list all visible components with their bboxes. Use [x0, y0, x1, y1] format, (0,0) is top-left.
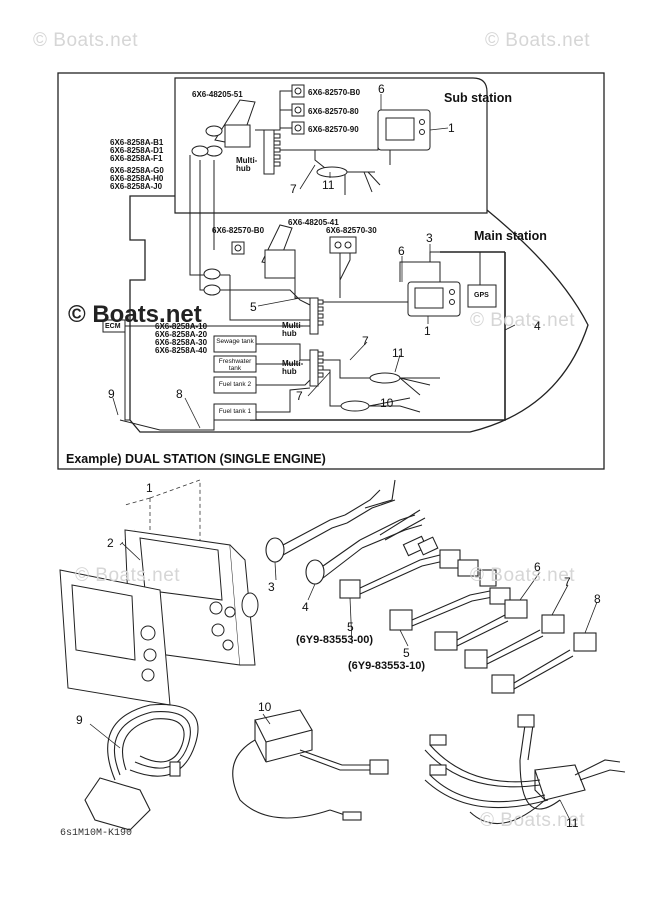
- callout-4: 4: [534, 319, 541, 333]
- callout-6-sub: 6: [378, 82, 385, 96]
- code-cable-c1: 6X6-8258A-10: [155, 322, 208, 331]
- code-sw-b0: 6X6-82570-B0: [308, 88, 361, 97]
- callout-leaders-bottom: [89, 542, 598, 821]
- code-cable-c4: 6X6-8258A-40: [155, 346, 208, 355]
- watermark: © Boats.net: [480, 810, 586, 831]
- hull-outline: [129, 195, 589, 433]
- callout-6-main: 6: [398, 244, 405, 258]
- diagram-frame: [57, 72, 605, 470]
- sub-switches: [291, 84, 305, 135]
- code-cable-b3: 6X6-8258A-J0: [110, 182, 163, 191]
- watermark: © Boats.net: [470, 565, 576, 586]
- watermark: © Boats.net: [485, 30, 591, 51]
- code-cable-a3: 6X6-8258A-F1: [110, 154, 163, 163]
- part-8-cable: [491, 632, 597, 694]
- callout-3: 3: [268, 580, 275, 594]
- code-cable-a2: 6X6-8258A-D1: [110, 146, 164, 155]
- callout-4-part: 4: [302, 600, 309, 614]
- callout-5-a: 5: [347, 620, 354, 634]
- callout-1-main: 1: [424, 324, 431, 338]
- label-gps: GPS: [474, 292, 489, 299]
- label-multihub-main-bottom: Multi-hub: [282, 359, 304, 376]
- callout-11-main: 11: [392, 346, 405, 360]
- code-cable-b1: 6X6-8258A-G0: [110, 166, 164, 175]
- part-9-speed-sender: [84, 703, 199, 831]
- main-station-title: Main station: [474, 229, 547, 243]
- watermark: © Boats.net: [470, 310, 576, 331]
- callout-9: 9: [76, 713, 83, 727]
- main-wiring: [119, 251, 481, 431]
- callout-3-main: 3: [426, 231, 433, 245]
- code-main-sw-b0: 6X6-82570-B0: [212, 226, 265, 235]
- sub-multihub: [263, 129, 281, 175]
- callout-11-sub: 11: [322, 178, 335, 192]
- code-sw-90: 6X6-82570-90: [308, 125, 359, 134]
- callout-7-sub: 7: [290, 182, 297, 196]
- code-sw-30: 6X6-82570-30: [326, 226, 377, 235]
- callout-6: 6: [534, 560, 541, 574]
- part-11-harness: [424, 714, 626, 825]
- part-5-kit-b: [389, 587, 511, 631]
- watermark: © Boats.net: [33, 30, 139, 51]
- sub-station-title: Sub station: [444, 91, 513, 105]
- label-multihub-main-top: Multi-hub: [282, 321, 304, 338]
- gps-box: [467, 284, 497, 308]
- watermark: © Boats.net: [75, 565, 181, 586]
- code-lever-main: 6X6-48205-41: [288, 218, 339, 227]
- part-5-kit-a: [339, 549, 497, 599]
- label-multihub-sub: Multi-hub: [236, 156, 258, 173]
- part-10-unit: [232, 709, 389, 821]
- callout-11: 11: [566, 816, 579, 830]
- label-fuel-tank-1: Fuel tank 1: [218, 408, 252, 415]
- callout-1-sub: 1: [448, 121, 455, 135]
- sub-remote-lever: [191, 99, 256, 157]
- main-multihub-bottom: [309, 349, 324, 387]
- part-2-bezel: [59, 569, 171, 706]
- callout-leaders-top: [112, 94, 516, 429]
- part-7-cable: [464, 614, 565, 669]
- part-6-cable: [434, 599, 528, 651]
- code-cable-a1: 6X6-8258A-B1: [110, 138, 164, 147]
- label-fuel-tank-2: Fuel tank 2: [218, 381, 252, 388]
- main-harness-10: [340, 400, 370, 412]
- code-cable-c3: 6X6-8258A-30: [155, 338, 208, 347]
- main-remote-lever: [203, 224, 296, 296]
- callout-8: 8: [594, 592, 601, 606]
- label-ecm: ECM: [105, 323, 121, 330]
- sub-harness-body: [316, 166, 348, 178]
- callout-7-main-top: 7: [362, 334, 369, 348]
- code-lever-sub: 6X6-48205-51: [192, 90, 243, 99]
- part-4-cable: [305, 509, 439, 585]
- callout-5-main: 5: [250, 300, 257, 314]
- code-sw-80: 6X6-82570-80: [308, 107, 359, 116]
- callout-8-main: 8: [176, 387, 183, 401]
- tank-senders: [213, 335, 257, 421]
- kit-code-2: (6Y9-83553-10): [348, 660, 426, 672]
- callout-10: 10: [258, 700, 272, 714]
- main-harness-11: [369, 372, 401, 384]
- kit-code-1: (6Y9-83553-00): [296, 634, 374, 646]
- code-cable-b2: 6X6-8258A-H0: [110, 174, 164, 183]
- part-3-cable: [265, 479, 396, 563]
- sub-station-outline: [174, 77, 488, 214]
- callout-7: 7: [564, 575, 571, 589]
- label-sewage-tank: Sewage tank: [216, 338, 254, 345]
- callout-10-main: 10: [380, 396, 394, 410]
- label-freshwater-tank: Freshwater tank: [218, 358, 252, 372]
- main-display-unit: [407, 281, 461, 317]
- watermark-prominent: © Boats.net: [68, 301, 202, 328]
- sub-display-unit: [377, 109, 431, 151]
- callout-2: 2: [107, 536, 114, 550]
- callout-9-main: 9: [108, 387, 115, 401]
- callout-1: 1: [146, 481, 153, 495]
- main-multihub-top: [309, 297, 324, 335]
- callout-5-b: 5: [403, 646, 410, 660]
- callout-7-main-bottom: 7: [296, 389, 303, 403]
- main-switches: [231, 236, 357, 255]
- code-cable-c2: 6X6-8258A-20: [155, 330, 208, 339]
- footer-code: 6s1M10M-K190: [60, 828, 133, 839]
- diagram-caption: Example) DUAL STATION (SINGLE ENGINE): [66, 452, 326, 466]
